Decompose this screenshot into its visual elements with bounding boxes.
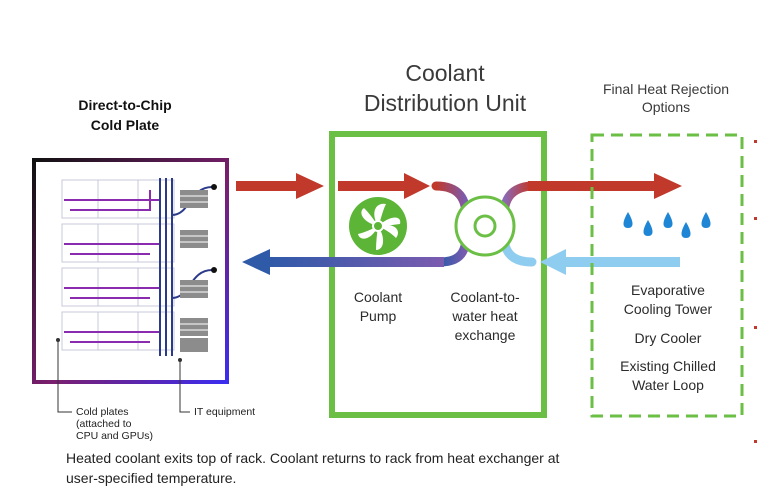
it-equipment-callout: IT equipment xyxy=(194,406,294,418)
cdu-box xyxy=(329,131,547,418)
outlet-port xyxy=(211,184,217,190)
rack xyxy=(32,158,229,413)
hx-label-line1: Coolant-to- xyxy=(450,289,520,305)
cdu-title: Coolant Distribution Unit xyxy=(320,58,570,118)
hot-arrow-cdu-to-rejection xyxy=(528,173,682,199)
cold-plate-trays xyxy=(61,179,175,351)
option-chilled-water: Existing Chilled Water Loop xyxy=(598,357,738,395)
cold-arrow-cdu-to-rack xyxy=(242,249,444,275)
rejection-box xyxy=(590,133,744,418)
cold-plates-line3: CPU and GPUs) xyxy=(76,430,154,442)
option3-line1: Existing Chilled xyxy=(620,358,716,374)
rack-title: Direct-to-Chip Cold Plate xyxy=(40,95,210,135)
cold-plates-callout: Cold plates (attached to CPU and GPUs) xyxy=(76,406,186,442)
heat-exchanger-icon xyxy=(454,195,516,257)
rejection-title-line1: Final Heat Rejection xyxy=(602,81,730,97)
hx-label-line2: water heat xyxy=(452,308,518,324)
caption: Heated coolant exits top of rack. Coolan… xyxy=(66,448,706,488)
inlet-port xyxy=(211,267,217,273)
hot-arrow-rack-to-cdu xyxy=(236,173,324,199)
caption-line2: user-specified temperature. xyxy=(66,470,237,486)
rack-frame xyxy=(32,158,229,384)
cold-plates-leader xyxy=(57,340,72,413)
option-evaporative: Evaporative Cooling Tower xyxy=(598,281,738,319)
option-dry-cooler: Dry Cooler xyxy=(598,329,738,348)
pump-label-line1: Coolant xyxy=(353,289,403,305)
pump-label-line2: Pump xyxy=(359,308,397,324)
cold-plate-tubing xyxy=(64,186,161,343)
it-equipment-stripes xyxy=(180,195,208,331)
option1-line1: Evaporative xyxy=(631,282,705,298)
option2-label: Dry Cooler xyxy=(634,330,702,346)
rack-title-line2: Cold Plate xyxy=(90,117,160,133)
cold-plates-line1: Cold plates xyxy=(76,406,129,418)
cdu-title-line2: Distribution Unit xyxy=(363,90,527,116)
rejection-title: Final Heat Rejection Options xyxy=(582,80,750,116)
it-equipment-blocks xyxy=(180,190,208,352)
hx-label-line3: exchange xyxy=(454,327,516,343)
cool-arrow-rejection-to-cdu xyxy=(540,249,680,275)
option1-line2: Cooling Tower xyxy=(623,301,713,317)
it-equipment-label: IT equipment xyxy=(194,406,256,418)
option3-line2: Water Loop xyxy=(632,377,704,393)
hot-arrow-inside-cdu xyxy=(338,173,430,199)
caption-line1: Heated coolant exits top of rack. Coolan… xyxy=(66,450,560,466)
rack-title-line1: Direct-to-Chip xyxy=(78,97,172,113)
pump-fan-icon xyxy=(349,197,407,255)
water-droplets-icon xyxy=(623,212,711,238)
cdu-title-line1: Coolant xyxy=(405,60,485,86)
pump-label: Coolant Pump xyxy=(338,288,418,326)
rejection-title-line2: Options xyxy=(641,99,691,115)
edge-marks xyxy=(754,140,757,443)
it-equipment-leader xyxy=(179,360,190,413)
hx-label: Coolant-to- water heat exchange xyxy=(430,288,540,345)
cold-plates-line2: (attached to xyxy=(76,418,132,430)
